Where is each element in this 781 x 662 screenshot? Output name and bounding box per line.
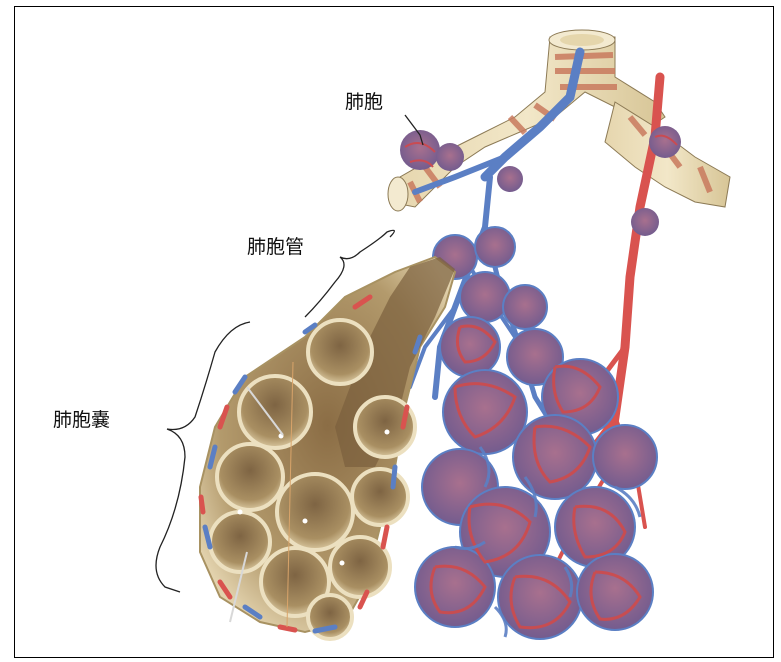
- capillary-alveoli-cluster: [415, 227, 657, 639]
- label-alveolar-duct: 肺胞管: [247, 232, 304, 259]
- label-alveolus: 肺胞: [345, 87, 383, 114]
- label-alveolar-sac: 肺胞嚢: [53, 405, 110, 432]
- figure-frame: 肺胞 肺胞管 肺胞嚢: [14, 6, 774, 658]
- alveoli-illustration: [15, 7, 775, 659]
